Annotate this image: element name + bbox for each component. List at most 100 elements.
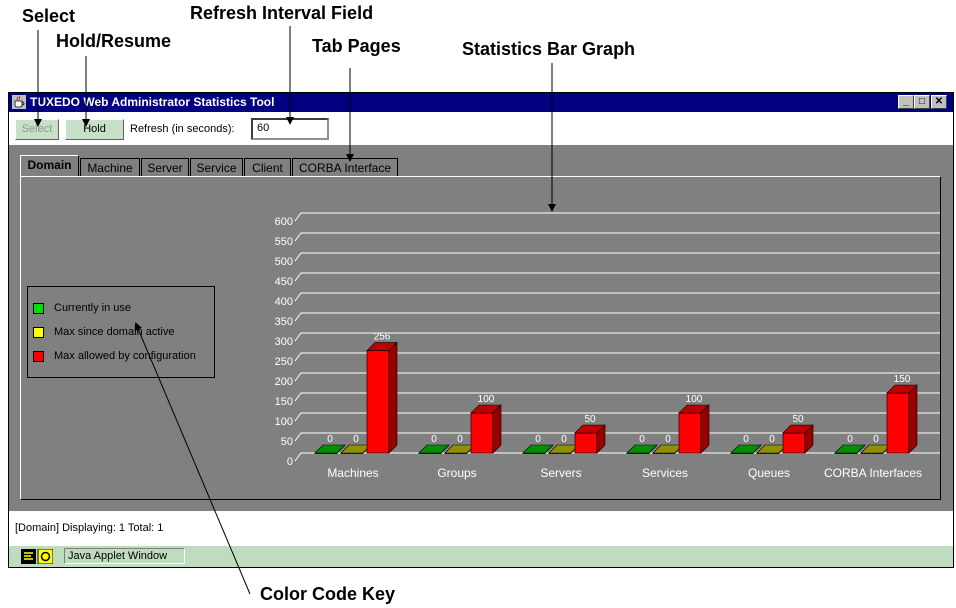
minimize-icon[interactable]: _ bbox=[898, 95, 914, 109]
tab-client[interactable]: Client bbox=[244, 158, 291, 176]
java-applet-icon bbox=[21, 549, 53, 564]
bar-top bbox=[340, 444, 372, 454]
x-category-label: Groups bbox=[437, 466, 476, 480]
callout-tab-pages: Tab Pages bbox=[312, 36, 401, 56]
y-tick-label: 150 bbox=[275, 396, 293, 408]
x-category-label: CORBA Interfaces bbox=[824, 466, 922, 480]
bar-front bbox=[678, 412, 702, 454]
bar-front bbox=[782, 432, 806, 454]
bar-top bbox=[756, 444, 788, 454]
legend-swatch-red bbox=[33, 351, 44, 362]
bar-front bbox=[574, 432, 598, 454]
applet-window-label: Java Applet Window bbox=[64, 548, 185, 564]
y-tick-label: 300 bbox=[275, 336, 293, 348]
bar-side bbox=[908, 384, 918, 454]
gridline-depth bbox=[294, 292, 302, 302]
callout-select: Select bbox=[22, 6, 76, 26]
hold-button[interactable]: Hold bbox=[65, 119, 124, 140]
bar-side bbox=[752, 444, 762, 454]
bar-side bbox=[648, 444, 658, 454]
title-bar[interactable]: TUXEDO Web Administrator Statistics Tool… bbox=[9, 93, 953, 112]
callout-color-key: Color Code Key bbox=[260, 584, 396, 604]
bar-top bbox=[652, 444, 684, 454]
applet-bar: Java Applet Window bbox=[9, 546, 953, 567]
gridline-depth bbox=[294, 212, 302, 222]
bar-value-label: 0 bbox=[743, 434, 749, 445]
bar-side bbox=[856, 444, 866, 454]
x-category-label: Queues bbox=[748, 466, 790, 480]
status-text: [Domain] Displaying: 1 Total: 1 bbox=[15, 522, 164, 534]
bar-side bbox=[440, 444, 450, 454]
bar-top bbox=[522, 444, 554, 454]
bar-top bbox=[860, 444, 892, 454]
tab-corba-interface[interactable]: CORBA Interface bbox=[292, 158, 398, 176]
bar-value-label: 100 bbox=[478, 394, 495, 405]
callout-hold-resume: Hold/Resume bbox=[56, 31, 172, 51]
legend-label: Max allowed by configuration bbox=[54, 350, 196, 362]
bar-value-label: 0 bbox=[665, 434, 671, 445]
bar-side bbox=[804, 424, 814, 454]
tab-content-domain bbox=[20, 176, 941, 500]
gridline-depth bbox=[294, 232, 302, 242]
bar-value-label: 0 bbox=[873, 434, 879, 445]
tab-machine[interactable]: Machine bbox=[80, 158, 140, 176]
bar-value-label: 50 bbox=[584, 414, 596, 425]
y-tick-label: 500 bbox=[275, 256, 293, 268]
bar-top bbox=[548, 444, 580, 454]
bar-side bbox=[596, 424, 606, 454]
gridline-depth bbox=[294, 312, 302, 322]
bar-side bbox=[336, 444, 346, 454]
callout-bar-graph: Statistics Bar Graph bbox=[462, 39, 636, 59]
bar-value-label: 0 bbox=[847, 434, 853, 445]
bar-value-label: 50 bbox=[792, 414, 804, 425]
bar-top bbox=[626, 444, 658, 454]
gridline-depth bbox=[294, 272, 302, 282]
callout-refresh-field: Refresh Interval Field bbox=[190, 3, 374, 23]
legend-swatch-yellow bbox=[33, 327, 44, 338]
toolbar: Select Hold Refresh (in seconds): 60 bbox=[9, 112, 953, 145]
refresh-interval-input[interactable]: 60 bbox=[251, 118, 329, 140]
y-tick-label: 250 bbox=[275, 356, 293, 368]
legend-label: Currently in use bbox=[54, 302, 132, 314]
color-code-legend: Currently in use Max since domain active… bbox=[27, 286, 215, 378]
bar-front bbox=[366, 350, 390, 454]
bar-value-label: 0 bbox=[639, 434, 645, 445]
select-button[interactable]: Select bbox=[15, 119, 59, 140]
gridline-depth bbox=[294, 412, 302, 422]
tab-domain[interactable]: Domain bbox=[20, 155, 79, 176]
bar-value-label: 100 bbox=[686, 394, 703, 405]
tab-service[interactable]: Service bbox=[190, 158, 243, 176]
y-tick-label: 600 bbox=[275, 216, 293, 228]
y-tick-label: 400 bbox=[275, 296, 293, 308]
bar-value-label: 0 bbox=[431, 434, 437, 445]
y-tick-label: 200 bbox=[275, 376, 293, 388]
bar-side bbox=[388, 341, 398, 454]
gridline-depth bbox=[294, 352, 302, 362]
bar-value-label: 0 bbox=[769, 434, 775, 445]
bar-side bbox=[700, 404, 710, 454]
gridline-depth bbox=[294, 392, 302, 402]
x-category-label: Services bbox=[642, 466, 688, 480]
y-tick-label: 50 bbox=[281, 436, 293, 448]
bar-front bbox=[886, 392, 910, 454]
java-cup-icon bbox=[12, 95, 26, 109]
gridline-depth bbox=[294, 332, 302, 342]
bar-front bbox=[470, 412, 494, 454]
bar-value-label: 150 bbox=[894, 374, 911, 385]
bar-value-label: 0 bbox=[561, 434, 567, 445]
bar-value-label: 256 bbox=[374, 332, 391, 343]
close-icon[interactable]: ✕ bbox=[931, 95, 947, 109]
maximize-icon[interactable]: □ bbox=[914, 95, 930, 109]
bar-top bbox=[444, 444, 476, 454]
bar-value-label: 0 bbox=[327, 434, 333, 445]
y-tick-label: 0 bbox=[287, 456, 293, 468]
bar-top bbox=[314, 444, 346, 454]
gridline-depth bbox=[294, 372, 302, 382]
bar-side bbox=[544, 444, 554, 454]
tab-server[interactable]: Server bbox=[141, 158, 189, 176]
gridline-depth bbox=[294, 452, 302, 462]
y-tick-label: 550 bbox=[275, 236, 293, 248]
x-category-label: Machines bbox=[327, 466, 378, 480]
bar-value-label: 0 bbox=[535, 434, 541, 445]
